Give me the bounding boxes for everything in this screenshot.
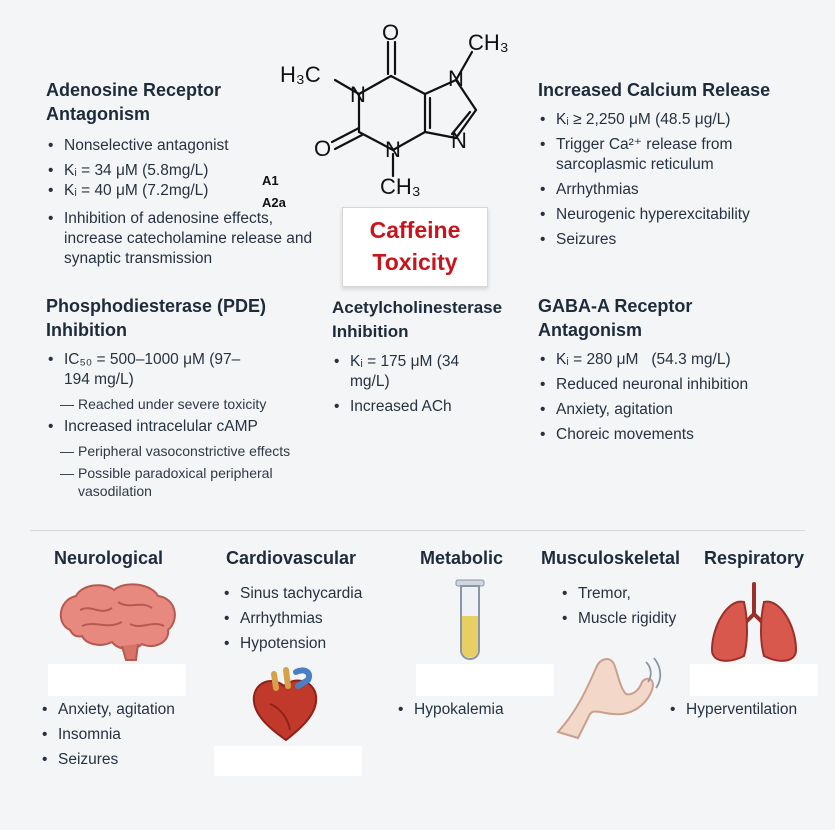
- oxygen-top: O: [382, 20, 399, 45]
- calcium-item-1: Kᵢ ≥ 2,250 μM (48.5 μg/L): [538, 110, 818, 130]
- pde-item-2: Increased intracelular cAMP: [46, 417, 326, 437]
- adenosine-item-1: Nonselective antagonist: [46, 136, 336, 156]
- heart-icon: [252, 667, 318, 742]
- cardio-item-3: Hypotension: [222, 634, 402, 654]
- cardio-list: Sinus tachycardia Arrhythmias Hypotensio…: [222, 584, 402, 659]
- tag-a2a: A2a: [262, 195, 286, 210]
- methyl-top: CH₃: [468, 30, 509, 55]
- adenosine-item-2b: Kᵢ = 40 μM (7.2mg/L): [46, 181, 336, 201]
- cardio-item-1: Sinus tachycardia: [222, 584, 402, 604]
- ache-item-2: Increased ACh: [332, 397, 522, 417]
- cardio-item-2: Arrhythmias: [222, 609, 402, 629]
- gaba-ki: Kᵢ = 280 μM: [556, 351, 639, 368]
- cat-cardio-title: Cardiovascular: [226, 548, 357, 568]
- neuro-item-3: Seizures: [40, 750, 210, 770]
- musculo-list: Tremor, Muscle rigidity: [560, 584, 710, 634]
- gaba-list: Kᵢ = 280 μM (54.3 mg/L) Reduced neuronal…: [538, 350, 818, 445]
- gaba-item-3: Anxiety, agitation: [538, 400, 818, 420]
- pde-heading-1: Phosphodiesterase (PDE): [46, 296, 267, 316]
- adenosine-heading-2: Antagonism: [46, 104, 151, 124]
- calcium-item-4: Neurogenic hyperexcitability: [538, 205, 818, 225]
- pde-sub-1: Reached under severe toxicity: [46, 395, 326, 413]
- musculo-item-1: Tremor,: [560, 584, 710, 604]
- gaba-heading-1: GABA-A Receptor: [538, 296, 693, 316]
- gaba-heading-2: Antagonism: [538, 320, 643, 340]
- neuro-item-2: Insomnia: [40, 725, 210, 745]
- neuro-item-1: Anxiety, agitation: [40, 700, 210, 720]
- adenosine-item-2: Kᵢ = 34 μM (5.8mg/L): [46, 161, 336, 181]
- tag-a1: A1: [262, 173, 279, 188]
- nitrogen-9: N: [451, 128, 467, 153]
- lungs-icon: [710, 582, 798, 662]
- ache-item-1: Kᵢ = 175 μM (34 mg/L): [332, 352, 500, 392]
- musculo-item-2: Muscle rigidity: [560, 609, 710, 629]
- title-line-2: Toxicity: [372, 249, 458, 275]
- methyl-bottom: CH₃: [380, 174, 421, 199]
- calcium-section: Increased Calcium Release Kᵢ ≥ 2,250 μM …: [538, 78, 818, 255]
- arm-icon: [556, 657, 662, 740]
- metabolic-item-1: Hypokalemia: [396, 700, 546, 720]
- nitrogen-3: N: [385, 137, 401, 162]
- adenosine-ki-a1: Kᵢ = 34 μM (5.8mg/L): [64, 162, 209, 179]
- metabolic-list: Hypokalemia: [396, 700, 546, 725]
- calcium-heading: Increased Calcium Release: [538, 80, 771, 100]
- adenosine-item-3: Inhibition of adenosine effects, increas…: [46, 209, 329, 269]
- brain-icon: [60, 583, 176, 661]
- calcium-item-3: Arrhythmias: [538, 180, 818, 200]
- ache-heading-2: Inhibition: [332, 322, 409, 341]
- test-tube-icon: [455, 579, 485, 660]
- gaba-item-1: Kᵢ = 280 μM (54.3 mg/L): [538, 350, 818, 370]
- neuro-white-block: [48, 664, 186, 696]
- cardio-white-block: [214, 746, 362, 776]
- pde-item-1: IC₅₀ = 500–1000 μM (97–194 mg/L): [46, 350, 264, 390]
- nitrogen-7: N: [448, 66, 464, 91]
- adenosine-heading-1: Adenosine Receptor: [46, 80, 222, 100]
- cat-musculo-title: Musculoskeletal: [541, 548, 681, 568]
- cat-neuro-title: Neurological: [54, 548, 164, 568]
- nitrogen-1: N: [350, 82, 366, 107]
- neuro-list: Anxiety, agitation Insomnia Seizures: [40, 700, 210, 775]
- title-line-1: Caffeine: [369, 217, 461, 243]
- resp-item-1: Hyperventilation: [668, 700, 828, 720]
- pde-sub-3: Possible paradoxical peripheral vasodila…: [46, 464, 308, 500]
- gaba-section: GABA-A Receptor Antagonism Kᵢ = 280 μM (…: [538, 294, 818, 450]
- resp-list: Hyperventilation: [668, 700, 828, 725]
- adenosine-ki-a2a: Kᵢ = 40 μM (7.2mg/L): [64, 182, 209, 199]
- cat-resp-title: Respiratory: [704, 548, 805, 568]
- metabolic-white-block: [416, 664, 554, 696]
- ache-list: Kᵢ = 175 μM (34 mg/L) Increased ACh: [332, 352, 522, 417]
- calcium-list: Kᵢ ≥ 2,250 μM (48.5 μg/L) Trigger Ca²⁺ r…: [538, 110, 818, 250]
- title-box: Caffeine Toxicity: [342, 207, 488, 287]
- pde-sub-2: Peripheral vasoconstrictive effects: [46, 442, 326, 460]
- methyl-left: H₃C: [280, 62, 321, 87]
- ache-heading-1: Acetylcholinesterase: [332, 298, 503, 317]
- adenosine-section: Adenosine Receptor Antagonism Nonselecti…: [46, 78, 336, 274]
- resp-white-block: [690, 664, 818, 696]
- ache-section: Acetylcholinesterase Inhibition Kᵢ = 175…: [332, 296, 522, 422]
- pde-section: Phosphodiesterase (PDE) Inhibition IC₅₀ …: [46, 294, 326, 504]
- adenosine-list: Nonselective antagonist Kᵢ = 34 μM (5.8m…: [46, 136, 336, 269]
- gaba-item-2: Reduced neuronal inhibition: [538, 375, 818, 395]
- calcium-item-2: Trigger Ca²⁺ release from sarcoplasmic r…: [538, 135, 786, 175]
- gaba-ki-mg: (54.3 mg/L): [651, 351, 731, 368]
- pde-list: IC₅₀ = 500–1000 μM (97–194 mg/L) Reached…: [46, 350, 326, 500]
- calcium-item-5: Seizures: [538, 230, 818, 250]
- gaba-item-4: Choreic movements: [538, 425, 818, 445]
- cat-metabolic-title: Metabolic: [420, 548, 504, 568]
- pde-heading-2: Inhibition: [46, 320, 127, 340]
- divider: [30, 530, 805, 531]
